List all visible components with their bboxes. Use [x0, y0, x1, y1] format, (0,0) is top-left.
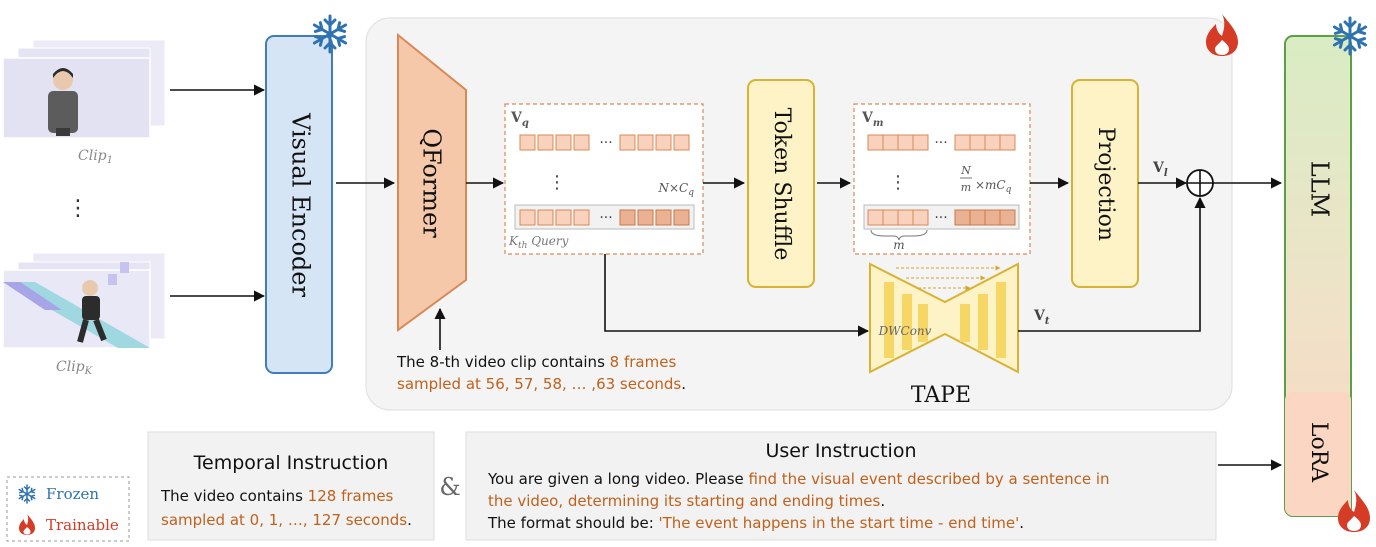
projection-label: Projection [1093, 127, 1118, 241]
vm-label: Vm [861, 110, 883, 129]
vm-first-row-dots: ··· [934, 135, 947, 151]
qformer-block [397, 32, 467, 332]
vq-label: Vq [510, 110, 529, 129]
svg-text:×mCq: ×mCq [975, 178, 1012, 195]
vm-group-label: m [893, 238, 904, 252]
clip-last-stack [2, 252, 166, 349]
temporal-instruction-line2: sampled at 0, 1, …, 127 seconds. [161, 511, 412, 529]
vm-group-brace [870, 229, 928, 241]
vq-dims-label: N×Cq [657, 181, 694, 198]
vq-to-tape-arrow [604, 254, 870, 337]
token-shuffle-label: Token Shuffle [769, 108, 794, 261]
vq-first-row [519, 134, 690, 151]
temporal-instruction-line1: The video contains 128 frames [160, 487, 394, 505]
clips-ellipsis: ⋮ [67, 196, 89, 221]
svg-text:N: N [960, 164, 971, 177]
tape-dwconv-label: DWConv [878, 324, 932, 338]
clip-first-label: Clip1 [78, 148, 113, 166]
temporal-instruction-box [147, 431, 435, 541]
vq-kth-query-label: Kth Query [508, 234, 569, 251]
qformer-label: QFormer [418, 128, 446, 238]
tape-title: TAPE [911, 383, 971, 408]
tape-to-sum-arrow [1018, 196, 1206, 332]
clip-last-label: ClipK [56, 359, 93, 377]
clip-first-stack [2, 39, 166, 139]
ampersand: & [439, 473, 460, 501]
temporal-instruction-title: Temporal Instruction [193, 452, 389, 474]
user-instruction-box [465, 431, 1217, 541]
clip-note-line1: The 8-th video clip contains 8 frames [396, 353, 676, 371]
vm-first-row [867, 134, 1016, 151]
legend-frozen-label: Frozen [46, 485, 99, 503]
lora-region [1285, 392, 1351, 516]
lora-label: LoRA [1306, 422, 1331, 483]
vm-dims-label: N m ×mCq [960, 164, 1012, 195]
vq-token-panel [504, 103, 704, 255]
visual-encoder-label: Visual Encoder [287, 112, 315, 297]
llm-label: LLM [1306, 161, 1334, 217]
clip-note-line2: sampled at 56, 57, 58, … ,63 seconds. [397, 375, 686, 393]
vl-label: Vl [1152, 160, 1168, 179]
vq-first-row-dots: ··· [599, 135, 612, 151]
tape-block [869, 262, 1019, 374]
vq-kth-row-dots: ··· [599, 210, 612, 226]
user-instruction-line1: You are given a long video. Please find … [487, 470, 1110, 488]
svg-text:m: m [961, 181, 971, 194]
user-instruction-line3: The format should be: 'The event happens… [487, 514, 1024, 532]
visual-encoder-block [265, 35, 333, 374]
user-instruction-title: User Instruction [765, 440, 916, 462]
vm-group-row-dots: ··· [934, 210, 947, 226]
vq-vertical-dots: ⋮ [548, 172, 566, 193]
vq-kth-row [519, 209, 690, 226]
token-shuffle-block [747, 79, 815, 288]
user-instruction-line2: the video, determining its starting and … [488, 492, 885, 510]
vm-vertical-dots: ⋮ [889, 172, 907, 193]
vt-label: Vt [1033, 308, 1050, 327]
legend-trainable-label: Trainable [46, 516, 119, 534]
vm-group-row [867, 209, 1016, 226]
